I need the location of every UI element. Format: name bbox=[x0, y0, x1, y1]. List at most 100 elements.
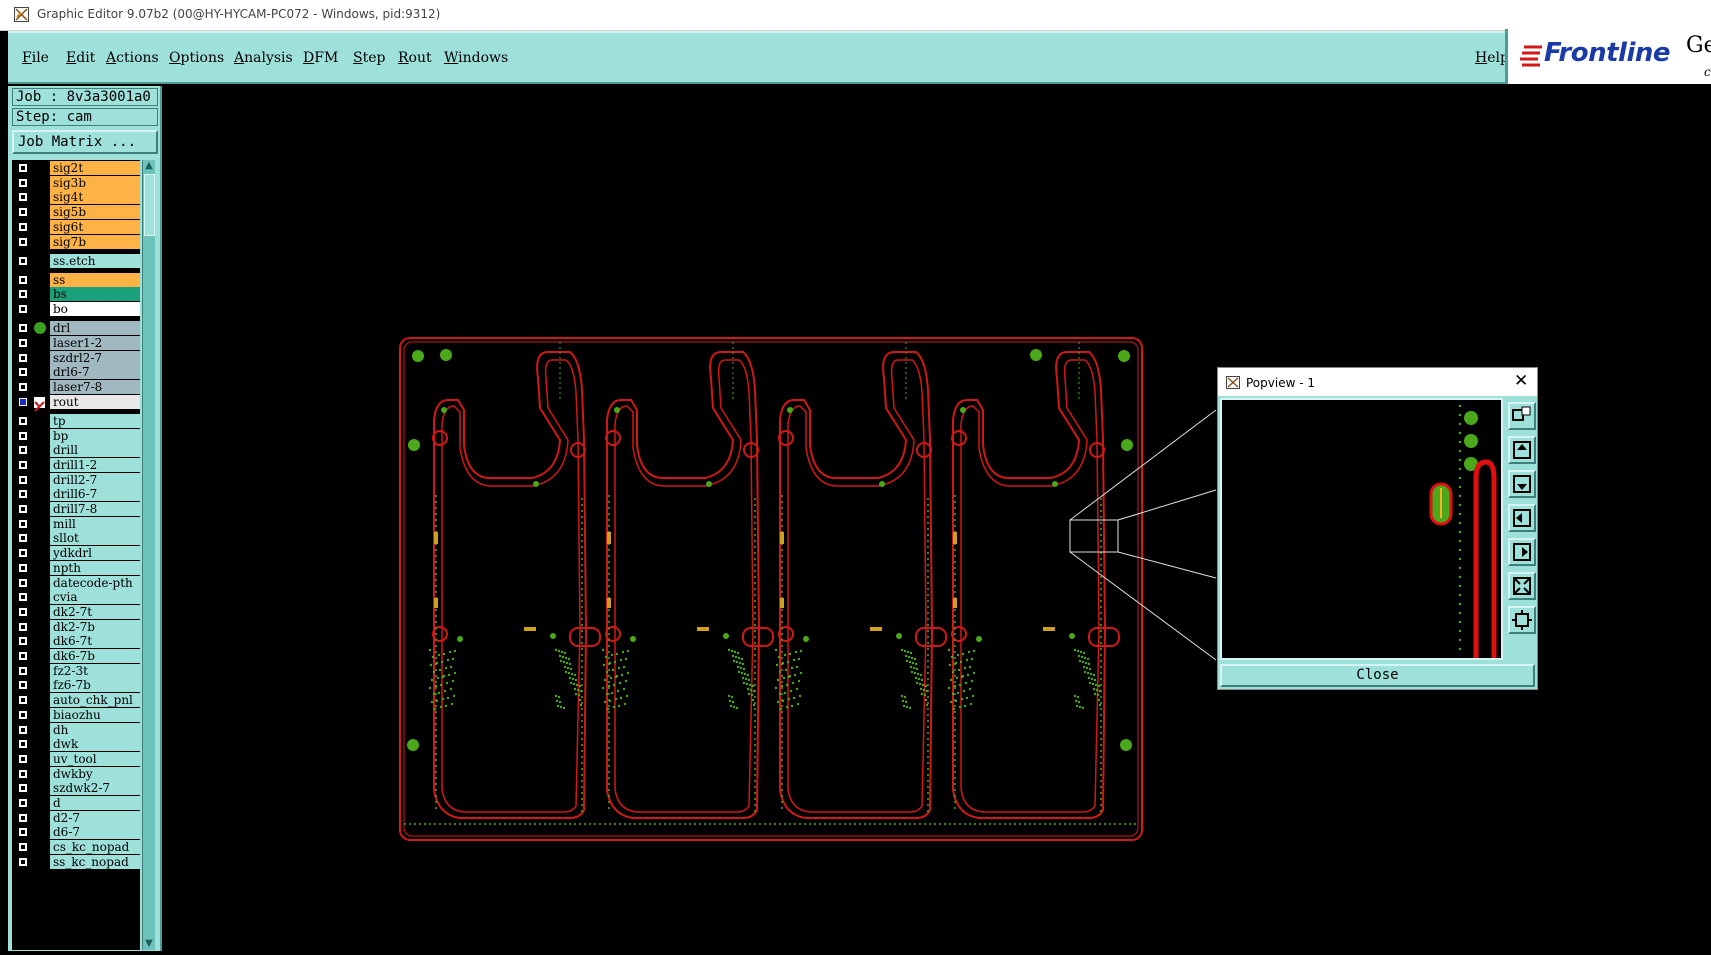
layer-checkbox[interactable] bbox=[18, 548, 28, 559]
layer-checkbox[interactable] bbox=[18, 415, 28, 426]
layer-checkbox[interactable] bbox=[18, 207, 28, 218]
layer-checkbox[interactable] bbox=[18, 783, 28, 794]
layer-row-auto_chk_pnl[interactable]: auto_chk_pnl bbox=[12, 693, 140, 708]
layer-row-drill[interactable]: drill bbox=[12, 443, 140, 458]
layer-checkbox[interactable] bbox=[18, 518, 28, 529]
layer-name[interactable]: dwkby bbox=[50, 766, 140, 781]
layer-row-d2-7[interactable]: d2-7 bbox=[12, 810, 140, 826]
layer-row-ss.etch[interactable]: ss.etch bbox=[12, 253, 140, 269]
layer-name[interactable]: sig3b bbox=[50, 175, 140, 190]
layer-name[interactable]: fz6-7b bbox=[50, 678, 140, 693]
menu-actions[interactable]: Actions bbox=[106, 50, 159, 66]
layer-row-bo[interactable]: bo bbox=[12, 302, 140, 317]
menu-options[interactable]: Options bbox=[169, 50, 225, 66]
layer-name[interactable]: uv_tool bbox=[50, 751, 140, 766]
layer-checkbox[interactable] bbox=[18, 304, 28, 315]
layer-name[interactable]: dk2-7b bbox=[50, 619, 140, 634]
layer-name[interactable]: auto_chk_pnl bbox=[50, 693, 140, 708]
layer-checkbox[interactable] bbox=[18, 592, 28, 603]
layer-name[interactable]: sllot bbox=[50, 531, 140, 546]
layer-checkbox[interactable] bbox=[18, 459, 28, 470]
layer-name[interactable]: mill bbox=[50, 516, 140, 531]
layer-name[interactable]: drill6-7 bbox=[50, 487, 140, 502]
layer-name[interactable]: bp bbox=[50, 428, 140, 443]
layer-row-drill6-7[interactable]: drill6-7 bbox=[12, 487, 140, 502]
layer-checkbox[interactable] bbox=[18, 753, 28, 764]
layer-name[interactable]: drl6-7 bbox=[50, 365, 140, 380]
layer-row-rout[interactable]: rout bbox=[12, 394, 140, 412]
zoom-out-icon[interactable] bbox=[1508, 606, 1536, 634]
layer-checkbox[interactable] bbox=[18, 812, 28, 823]
layer-row-cvia[interactable]: cvia bbox=[12, 590, 140, 605]
layer-row-drill1-2[interactable]: drill1-2 bbox=[12, 457, 140, 473]
menu-rout[interactable]: Rout bbox=[398, 50, 432, 66]
layer-row-bs[interactable]: bs bbox=[12, 287, 140, 302]
layer-checkbox[interactable] bbox=[18, 577, 28, 588]
layer-checkbox[interactable] bbox=[18, 504, 28, 514]
layer-checkbox[interactable] bbox=[18, 274, 28, 285]
layer-checkbox[interactable] bbox=[18, 396, 28, 407]
layer-row-ydkdrl[interactable]: ydkdrl bbox=[12, 546, 140, 561]
pan-down-icon[interactable] bbox=[1508, 470, 1536, 498]
layer-name[interactable]: laser7-8 bbox=[50, 380, 140, 394]
layer-name[interactable]: drl bbox=[50, 321, 140, 336]
layer-checkbox[interactable] bbox=[18, 474, 28, 485]
pan-right-icon[interactable] bbox=[1508, 538, 1536, 566]
layer-name[interactable]: tp bbox=[50, 413, 140, 428]
layer-checkbox[interactable] bbox=[18, 724, 28, 735]
layer-name[interactable]: sig2t bbox=[50, 161, 140, 175]
layer-row-szdwk2-7[interactable]: szdwk2-7 bbox=[12, 781, 140, 796]
popview-close-button[interactable]: Close bbox=[1220, 664, 1535, 687]
layer-row-drl6-7[interactable]: drl6-7 bbox=[12, 365, 140, 380]
layer-name[interactable]: bs bbox=[50, 287, 140, 302]
layer-checkbox[interactable] bbox=[18, 352, 28, 363]
menu-file[interactable]: File bbox=[22, 50, 49, 66]
layer-name[interactable]: ss bbox=[50, 272, 140, 287]
layer-row-laser7-8[interactable]: laser7-8 bbox=[12, 380, 140, 395]
layer-name[interactable]: dk6-7b bbox=[50, 649, 140, 663]
layer-checkbox[interactable] bbox=[18, 856, 28, 867]
layer-checkbox[interactable] bbox=[18, 768, 28, 779]
layer-name[interactable]: datecode-pth bbox=[50, 575, 140, 590]
layer-row-bp[interactable]: bp bbox=[12, 428, 140, 444]
layer-checkbox[interactable] bbox=[18, 323, 28, 334]
layer-name[interactable]: sig5b bbox=[50, 205, 140, 220]
menu-edit[interactable]: Edit bbox=[66, 50, 96, 66]
menu-analysis[interactable]: Analysis bbox=[234, 50, 293, 66]
layer-row-dwk[interactable]: dwk bbox=[12, 737, 140, 752]
layer-name[interactable]: cvia bbox=[50, 590, 140, 605]
layer-row-drill7-8[interactable]: drill7-8 bbox=[12, 502, 140, 517]
layer-checkbox[interactable] bbox=[18, 367, 28, 378]
layer-row-dwkby[interactable]: dwkby bbox=[12, 766, 140, 782]
layer-row-biaozhu[interactable]: biaozhu bbox=[12, 707, 140, 723]
layer-row-d[interactable]: d bbox=[12, 796, 140, 811]
layer-name[interactable]: szdrl2-7 bbox=[50, 350, 140, 365]
layer-name[interactable]: rout bbox=[50, 394, 140, 409]
pan-up-icon[interactable] bbox=[1508, 436, 1536, 464]
layer-row-sig7b[interactable]: sig7b bbox=[12, 234, 140, 250]
menu-step[interactable]: Step bbox=[353, 50, 386, 66]
menu-windows[interactable]: Windows bbox=[444, 50, 509, 66]
layer-row-sig2t[interactable]: sig2t bbox=[12, 161, 140, 176]
popview-viewport[interactable] bbox=[1220, 398, 1503, 660]
layer-checkbox[interactable] bbox=[18, 430, 28, 441]
layer-row-d6-7[interactable]: d6-7 bbox=[12, 825, 140, 840]
layer-name[interactable]: sig6t bbox=[50, 219, 140, 234]
layer-row-ss[interactable]: ss bbox=[12, 272, 140, 288]
layer-checkbox[interactable] bbox=[18, 798, 28, 808]
layer-checkbox[interactable] bbox=[18, 236, 28, 247]
layer-name[interactable]: sig4t bbox=[50, 190, 140, 205]
layer-row-npth[interactable]: npth bbox=[12, 560, 140, 576]
layer-row-dk6-7b[interactable]: dk6-7b bbox=[12, 649, 140, 664]
job-matrix-button[interactable]: Job Matrix ... bbox=[12, 130, 158, 154]
layer-name[interactable]: dh bbox=[50, 722, 140, 737]
layer-name[interactable]: fz2-3t bbox=[50, 663, 140, 678]
layer-checkbox[interactable] bbox=[18, 695, 28, 706]
menu-help[interactable]: Help bbox=[1475, 50, 1509, 66]
layer-row-datecode-pth[interactable]: datecode-pth bbox=[12, 575, 140, 591]
layer-name[interactable]: drill bbox=[50, 443, 140, 458]
layer-row-mill[interactable]: mill bbox=[12, 516, 140, 532]
layer-name[interactable]: drill1-2 bbox=[50, 457, 140, 472]
zoom-fit-icon[interactable] bbox=[1508, 402, 1536, 430]
layer-checkbox[interactable] bbox=[18, 621, 28, 632]
